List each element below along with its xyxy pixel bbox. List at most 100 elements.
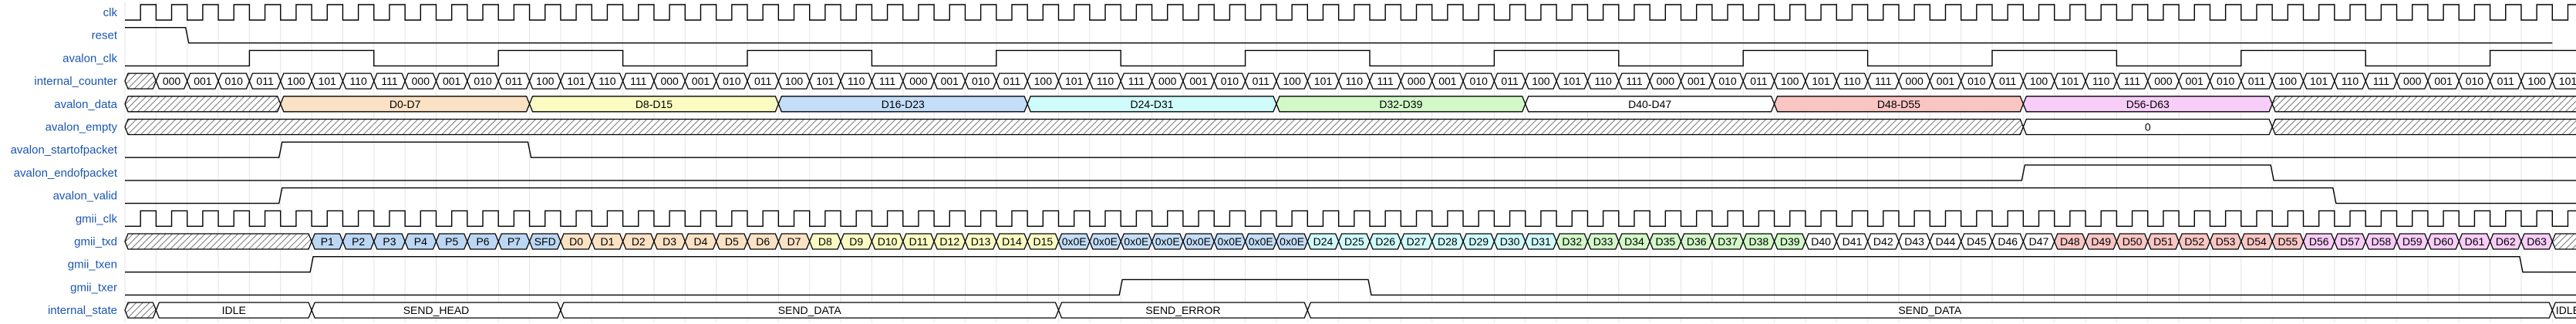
bus-segment-label: 100 <box>1532 75 1550 87</box>
bus-segment-label: 000 <box>163 75 181 87</box>
bus-segment-label: 0x0E <box>1062 235 1087 248</box>
bus-segment-label: D4 <box>694 235 708 248</box>
bus-segment-label: 111 <box>1128 75 1145 87</box>
bus-segment-label: D31 <box>1531 235 1551 248</box>
bus-segment-label: D13 <box>971 235 991 248</box>
signal-wave-reset <box>125 27 2553 44</box>
bus-segment-label: D61 <box>2465 235 2485 248</box>
bus-segment-label: D52 <box>2184 235 2204 248</box>
bus-segment-label: D56 <box>2309 235 2329 248</box>
bus-segment-label: 011 <box>754 75 772 87</box>
bus-segment-label: IDLE <box>2556 304 2576 316</box>
bus-segment-label: 001 <box>1189 75 1208 87</box>
bus-segment-label: P1 <box>321 235 334 248</box>
bus-segment-label: 011 <box>2248 75 2266 87</box>
bus-segment-label: P7 <box>507 235 521 248</box>
bus-segment-label: D3 <box>663 235 676 248</box>
bus-segment-label: D48-D55 <box>1877 98 1920 110</box>
signal-wave-gmii-txen <box>125 256 2576 273</box>
bus-segment-label: 110 <box>598 75 616 87</box>
bus-segment-label: D32 <box>1562 235 1582 248</box>
bus-undefined-segment <box>2271 118 2576 136</box>
bus-segment-label: 110 <box>1346 75 1364 87</box>
bus-segment-label: D27 <box>1407 235 1427 248</box>
bus-segment-label: 010 <box>972 75 990 87</box>
bus-segment-label: D59 <box>2402 235 2423 248</box>
bus-segment-label: D16-D23 <box>882 98 925 110</box>
bus-segment-label: 101 <box>2310 75 2328 87</box>
bus-segment-label: 110 <box>349 75 367 87</box>
bus-segment-label: 000 <box>660 75 679 87</box>
bit-trace <box>125 141 2576 158</box>
bus-segment-label: D6 <box>756 235 770 248</box>
bus-segment-label: D45 <box>1967 235 1987 248</box>
bus-segment-label: 011 <box>505 75 523 87</box>
bus-segment-label: 100 <box>1034 75 1053 87</box>
bus-segment-label: 101 <box>816 75 835 87</box>
signal-wave-avalon-empty: 0 <box>124 118 2576 136</box>
bus-segment-label: 010 <box>1470 75 1489 87</box>
bus-segment-label: 100 <box>1283 75 1301 87</box>
signal-wave-avalon-startofpacket <box>125 141 2576 158</box>
bus-segment-label: 0x0E <box>1093 235 1118 248</box>
bus-segment-label: D0 <box>569 235 583 248</box>
bus-segment-label: D38 <box>1749 235 1769 248</box>
bus-segment-label: 101 <box>319 75 337 87</box>
bus-segment-label: D8-D15 <box>636 98 673 110</box>
bus-segment-label: D28 <box>1438 235 1458 248</box>
bus-segment-label: 100 <box>536 75 555 87</box>
bus-segment-label: P4 <box>414 235 427 248</box>
signal-name: avalon_empty <box>46 121 118 134</box>
bus-segment-label: D57 <box>2340 235 2360 248</box>
bus-segment-label: P2 <box>352 235 365 248</box>
bus-segment-label: SEND_ERROR <box>1145 304 1220 316</box>
bus-segment-label: 100 <box>1781 75 1799 87</box>
signal-name: internal_counter <box>34 75 117 88</box>
bus-segment-label: 101 <box>1812 75 1830 87</box>
bit-trace <box>125 278 2576 296</box>
bus-segment-label: D50 <box>2123 235 2143 248</box>
bit-trace <box>125 27 2553 44</box>
bus-segment-label: D43 <box>1904 235 1924 248</box>
bit-trace <box>125 187 2576 204</box>
signal-name: avalon_data <box>54 98 117 111</box>
bus-segment <box>2551 73 2576 89</box>
bus-segment-label: D48 <box>2060 235 2080 248</box>
signal-names: clkresetavalon_clkinternal_counteravalon… <box>11 6 118 317</box>
bus-segment-label: D53 <box>2216 235 2236 248</box>
bus-segment-label: 000 <box>1657 75 1675 87</box>
bus-segment-label: 110 <box>1097 75 1114 87</box>
bus-segment-label: 011 <box>1003 75 1021 87</box>
bus-segment-label: 111 <box>630 75 646 87</box>
bus-segment-label: 100 <box>2527 75 2546 87</box>
bus-segment-label: 100 <box>2030 75 2048 87</box>
bus-segment-label: 111 <box>381 75 397 87</box>
bus-segment-label: D5 <box>725 235 739 248</box>
bus-segment-label: 001 <box>1438 75 1457 87</box>
bus-segment-label: 010 <box>1221 75 1239 87</box>
bus-segment-label: D0-D7 <box>389 98 421 110</box>
signal-name: avalon_valid <box>53 190 117 203</box>
signal-name: gmii_txen <box>68 258 117 272</box>
bus-segment-label: 000 <box>1408 75 1426 87</box>
bus-segment-label: 000 <box>909 75 928 87</box>
bus-segment-label: 111 <box>1875 75 1891 87</box>
bus-segment-label: 0x0E <box>1217 235 1242 248</box>
bus-segment-label: D62 <box>2496 235 2516 248</box>
bus-segment-label: D42 <box>1873 235 1893 248</box>
signal-name: avalon_startofpacket <box>11 143 118 157</box>
bus-segment-label: 011 <box>1999 75 2017 87</box>
bus-segment-label: D47 <box>2029 235 2049 248</box>
bus-segment-label: 0x0E <box>1186 235 1211 248</box>
bus-segment-label: P6 <box>476 235 489 248</box>
bus-segment-label: D51 <box>2153 235 2173 248</box>
bit-trace <box>125 256 2576 273</box>
bus-segment-label: D49 <box>2091 235 2111 248</box>
signal-wave-internal-counter: 000 001 010 011 100 101 110 111 000 001 010 011 100 1… <box>124 73 2576 89</box>
bus-segment-label: D29 <box>1468 235 1489 248</box>
signal-name: gmii_txer <box>70 281 117 294</box>
bus-undefined-segment <box>124 302 157 319</box>
